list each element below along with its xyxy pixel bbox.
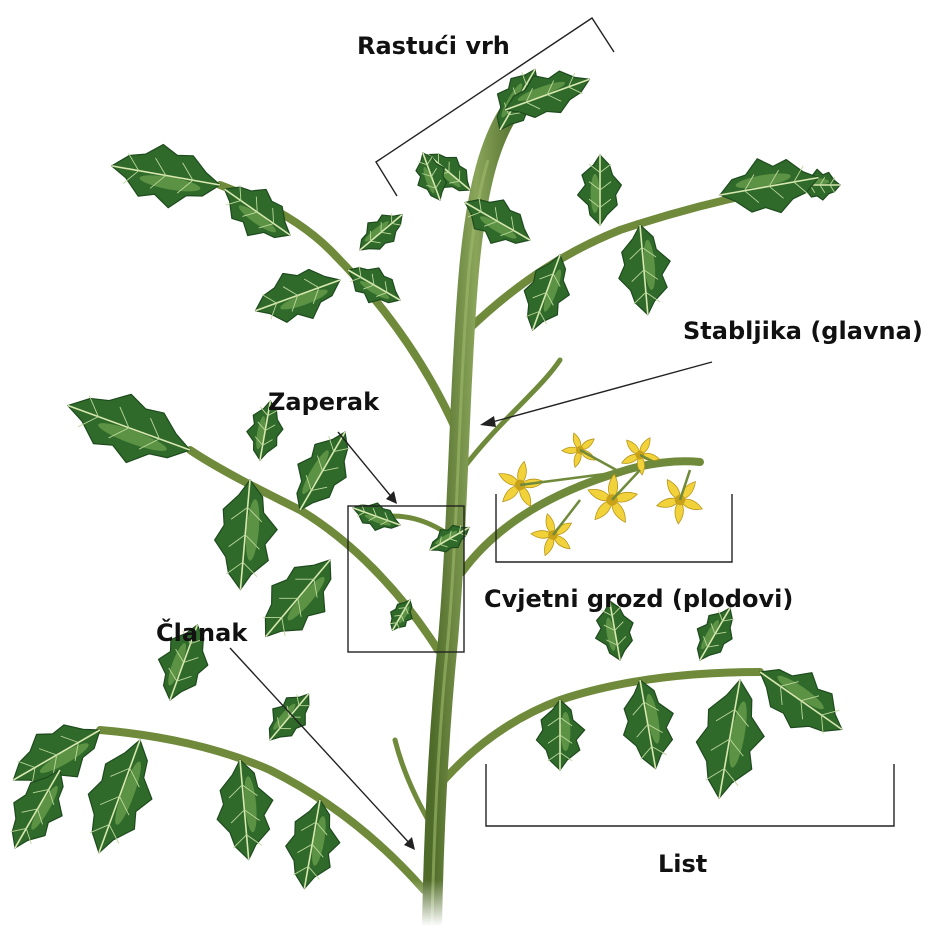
branch-stem: [462, 360, 560, 470]
lower-left-leaflet: [256, 683, 321, 752]
bottom-fade: [380, 880, 500, 926]
upper-right-leaflet: [578, 155, 622, 225]
upper-right-leaflet: [513, 248, 582, 338]
lower-right-leaflet: [615, 675, 682, 773]
main-stem-arrow-line: [485, 362, 712, 424]
flower-cluster: [492, 427, 713, 560]
main-stem-arrowhead: [480, 416, 496, 427]
lower-right-leaflet: [687, 674, 773, 804]
leaflet-highlight: [561, 712, 571, 751]
label-main-stem: Stabljika (glavna): [683, 319, 923, 343]
label-leaf: List: [658, 852, 707, 876]
upper-left-leaflet: [350, 203, 412, 262]
upper-left-leaflet: [106, 136, 225, 216]
upper-left-leaflet: [247, 256, 350, 336]
leaf-bracket: [486, 764, 894, 826]
flower: [557, 427, 603, 472]
sucker-arrow-line: [338, 432, 394, 500]
middle-left-leaflet: [56, 375, 201, 481]
label-sucker: Zaperak: [268, 390, 379, 414]
flower-pedicel: [580, 450, 620, 472]
leaflet-highlight: [591, 174, 600, 213]
label-growing-tip: Rastući vrh: [357, 34, 510, 58]
upper-right-leaflet: [715, 149, 823, 223]
label-flower-cluster: Cvjetni grozd (plodovi): [484, 587, 793, 611]
label-node: Članak: [156, 621, 247, 645]
upper-left-leaflet: [339, 255, 409, 315]
upper-right-leaflet: [614, 223, 674, 317]
